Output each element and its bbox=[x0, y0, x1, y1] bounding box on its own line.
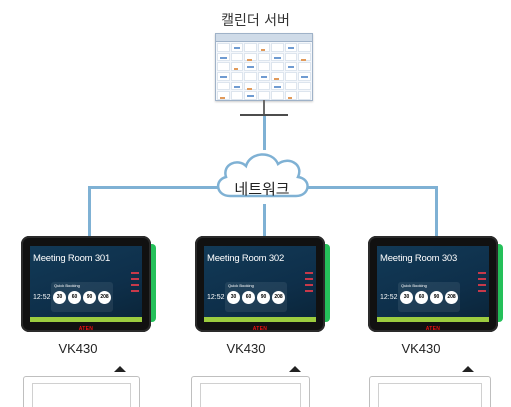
panel-screen: Meeting Room 302 12:52 Quick Booking 30 … bbox=[204, 246, 316, 322]
duration-30-button: 30 bbox=[227, 291, 240, 304]
schedule-indicator bbox=[478, 272, 486, 304]
calendar-server-label: 캘린더 서버 bbox=[221, 13, 290, 29]
duration-208-button: 208 bbox=[272, 291, 285, 304]
device-model-label-2: VK430 bbox=[226, 341, 266, 356]
panel-screen: Meeting Room 303 12:52 Quick Booking 30 … bbox=[377, 246, 489, 322]
monitor-base bbox=[240, 114, 288, 116]
duration-60-button: 60 bbox=[415, 291, 428, 304]
status-bar bbox=[377, 317, 489, 322]
quick-booking-label: Quick Booking bbox=[54, 283, 80, 288]
panel-led-edge bbox=[151, 244, 156, 322]
room-device-outline-1 bbox=[23, 376, 140, 407]
room-device-outline-3 bbox=[369, 376, 491, 407]
triangle-marker-2 bbox=[289, 366, 301, 372]
monitor-stand bbox=[263, 100, 265, 114]
server-to-cloud-line bbox=[263, 116, 266, 150]
status-bar bbox=[204, 317, 316, 322]
clock-text: 12:52 bbox=[33, 294, 51, 301]
room-name: Meeting Room 303 bbox=[380, 253, 458, 264]
vk430-panel-1: Meeting Room 301 12:52 Quick Booking 30 … bbox=[21, 236, 156, 332]
panel-screen: Meeting Room 301 12:52 Quick Booking 30 … bbox=[30, 246, 142, 322]
schedule-indicator bbox=[131, 272, 139, 304]
triangle-marker-1 bbox=[114, 366, 126, 372]
panel-led-edge bbox=[498, 244, 503, 322]
duration-30-button: 30 bbox=[400, 291, 413, 304]
line-to-device-3 bbox=[435, 186, 438, 236]
network-cloud-icon bbox=[217, 153, 309, 198]
triangle-marker-3 bbox=[462, 366, 474, 372]
duration-90-button: 90 bbox=[257, 291, 270, 304]
panel-led-edge bbox=[325, 244, 330, 322]
duration-90-button: 90 bbox=[83, 291, 96, 304]
duration-30-button: 30 bbox=[53, 291, 66, 304]
aten-logo: ATEN bbox=[425, 326, 441, 332]
calendar-grid bbox=[216, 42, 312, 101]
duration-208-button: 208 bbox=[445, 291, 458, 304]
network-label: 네트워크 bbox=[234, 180, 290, 198]
duration-208-button: 208 bbox=[98, 291, 111, 304]
line-to-device-2 bbox=[263, 204, 266, 236]
quick-booking-label: Quick Booking bbox=[228, 283, 254, 288]
vk430-panel-2: Meeting Room 302 12:52 Quick Booking 30 … bbox=[195, 236, 330, 332]
calendar-server-monitor bbox=[215, 33, 313, 101]
device-model-label-3: VK430 bbox=[401, 341, 441, 356]
duration-90-button: 90 bbox=[430, 291, 443, 304]
quick-booking-label: Quick Booking bbox=[401, 283, 427, 288]
status-bar bbox=[30, 317, 142, 322]
schedule-indicator bbox=[305, 272, 313, 304]
duration-60-button: 60 bbox=[68, 291, 81, 304]
aten-logo: ATEN bbox=[252, 326, 268, 332]
duration-60-button: 60 bbox=[242, 291, 255, 304]
room-device-outline-2 bbox=[191, 376, 310, 407]
room-name: Meeting Room 301 bbox=[33, 253, 111, 264]
room-name: Meeting Room 302 bbox=[207, 253, 285, 264]
quick-booking-box: Quick Booking 30 60 90 208 bbox=[51, 282, 113, 312]
device-model-label-1: VK430 bbox=[58, 341, 98, 356]
vk430-panel-3: Meeting Room 303 12:52 Quick Booking 30 … bbox=[368, 236, 503, 332]
clock-text: 12:52 bbox=[380, 294, 398, 301]
quick-booking-box: Quick Booking 30 60 90 208 bbox=[225, 282, 287, 312]
line-to-device-1 bbox=[88, 186, 91, 236]
quick-booking-box: Quick Booking 30 60 90 208 bbox=[398, 282, 460, 312]
aten-logo: ATEN bbox=[78, 326, 94, 332]
calendar-header-bar bbox=[216, 34, 312, 42]
clock-text: 12:52 bbox=[207, 294, 225, 301]
